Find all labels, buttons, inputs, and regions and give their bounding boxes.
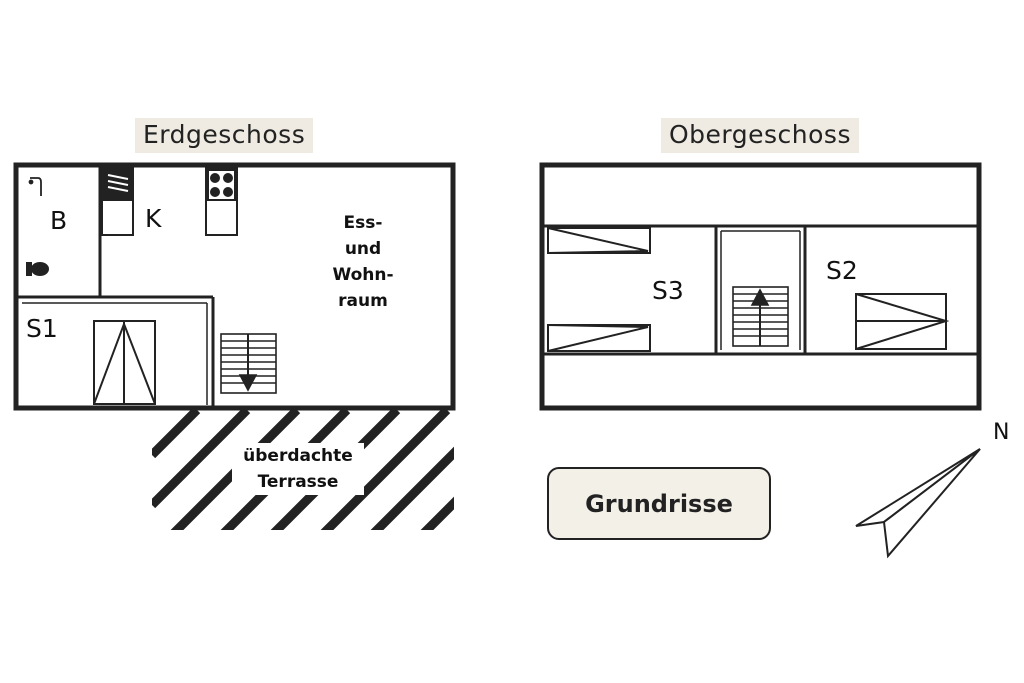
- terrace-label: überdachte Terrasse: [232, 443, 364, 495]
- bed-icon: [547, 227, 651, 254]
- ground-outer-wall: [13, 162, 456, 411]
- upper-floor-plan: [539, 162, 982, 411]
- ground-floor-plan: [13, 162, 456, 530]
- room-label-living: Ess- und Wohn- raum: [318, 210, 408, 314]
- north-arrow-icon: [855, 448, 981, 559]
- room-label-s3: S3: [652, 276, 684, 305]
- upper-outer-wall: [539, 162, 982, 411]
- shower-icon: [28, 177, 42, 196]
- bed-icon: [547, 324, 651, 352]
- toilet-icon: [26, 262, 49, 276]
- room-label-s2: S2: [826, 256, 858, 285]
- compass-label: N: [993, 420, 1010, 445]
- living-label-line: und: [344, 239, 382, 259]
- room-label-s1: S1: [26, 314, 58, 343]
- stove-icon: [205, 167, 238, 236]
- room-label-kitchen: K: [145, 204, 162, 233]
- wardrobe-icon: [93, 320, 156, 405]
- sink-unit-icon: [101, 167, 134, 236]
- upper-floor-title: Obergeschoss: [661, 118, 859, 153]
- living-label-line: Wohn-: [332, 265, 394, 285]
- living-label-line: Ess-: [343, 213, 383, 233]
- stairs-down-icon: [220, 333, 277, 394]
- stairs-up-icon: [732, 286, 789, 347]
- room-label-bath: B: [50, 206, 68, 235]
- living-label-line: raum: [338, 291, 388, 311]
- bed-icon: [855, 293, 950, 350]
- ground-floor-title: Erdgeschoss: [135, 118, 314, 153]
- legend-box: Grundrisse: [547, 467, 771, 540]
- terrace-label-line: Terrasse: [257, 472, 339, 492]
- terrace-label-line: überdachte: [243, 446, 353, 466]
